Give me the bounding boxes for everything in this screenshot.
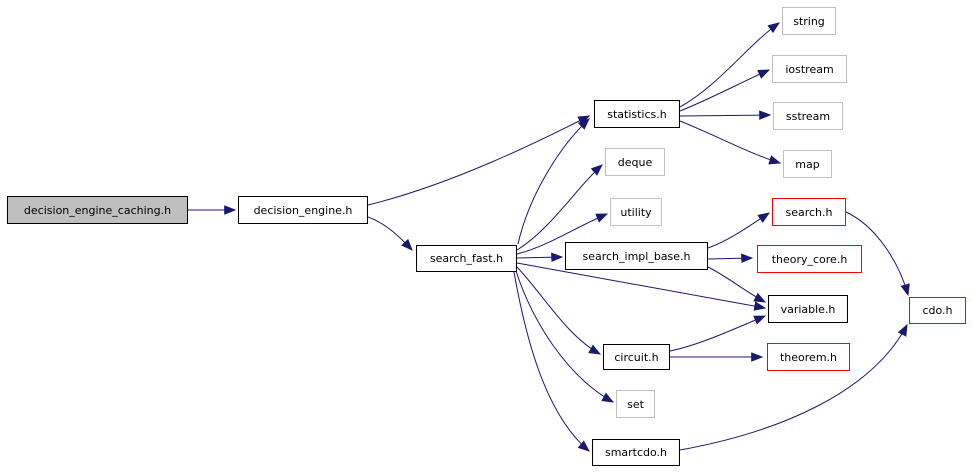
node-theorem-h[interactable]: theorem.h [767, 343, 850, 371]
edge-decision_engine-search_fast [367, 216, 413, 251]
node-deque: deque [605, 148, 665, 176]
node-statistics-h[interactable]: statistics.h [594, 100, 680, 128]
edge-decision_engine-statistics [367, 115, 591, 206]
edge-statistics-iostream [679, 69, 771, 112]
edge-search_fast-statistics [517, 118, 590, 245]
node-utility: utility [610, 198, 662, 226]
edge-statistics-map [679, 120, 782, 165]
edge-search_fast-search_impl_base [516, 252, 564, 263]
node-cdo-h[interactable]: cdo.h [909, 297, 966, 324]
node-search-h[interactable]: search.h [772, 198, 846, 226]
node-decision-engine-h[interactable]: decision_engine.h [238, 196, 368, 224]
edge-search-cdo [845, 211, 910, 297]
edge-circuit-variable [669, 315, 767, 352]
node-theory-core-h[interactable]: theory_core.h [757, 245, 862, 273]
node-decision-engine-caching-h: decision_engine_caching.h [7, 196, 188, 224]
node-set: set [616, 390, 655, 418]
node-variable-h[interactable]: variable.h [768, 295, 848, 323]
edge-search_fast-smartcdo [513, 271, 590, 452]
edge-search_impl_base-search [707, 212, 770, 249]
node-circuit-h[interactable]: circuit.h [603, 344, 670, 370]
edge-search_fast-deque [516, 164, 603, 251]
edge-smartcdo-cdo [679, 323, 908, 451]
node-string: string [782, 7, 836, 35]
edge-statistics-sstream [679, 110, 772, 120]
node-iostream: iostream [772, 55, 847, 83]
node-smartcdo-h[interactable]: smartcdo.h [592, 439, 680, 466]
node-search-impl-base-h[interactable]: search_impl_base.h [565, 242, 708, 270]
node-sstream: sstream [773, 102, 843, 130]
edge-search_fast-variable [516, 262, 767, 311]
edge-search_fast-utility [516, 213, 609, 255]
edge-search_impl_base-variable [707, 266, 767, 303]
edge-statistics-string [679, 22, 780, 108]
edge-search_impl_base-theory_core [707, 253, 754, 264]
node-search-fast-h[interactable]: search_fast.h [416, 245, 517, 272]
node-map: map [783, 150, 832, 178]
edge-search_fast-circuit [516, 266, 602, 355]
edge-search_fast-set [515, 270, 615, 403]
